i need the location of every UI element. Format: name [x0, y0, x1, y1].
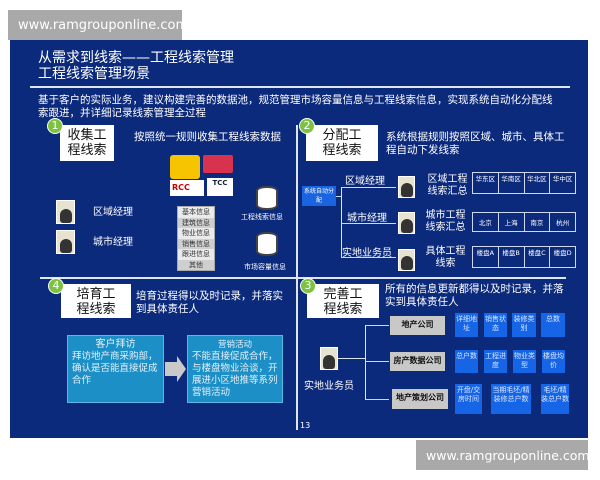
q2-label: 分配工程线索: [306, 125, 378, 161]
logo-tcc: TCC: [207, 178, 233, 196]
grid-cell: 华北区: [525, 173, 551, 193]
info-tile: 楼盘均价: [542, 350, 565, 373]
arrow: [341, 223, 396, 224]
info-tile: 当期毛坯/精装修总户数: [491, 384, 531, 414]
info-item: 跟进信息: [182, 250, 210, 258]
arrow: [341, 187, 396, 188]
slide-title: 从需求到线索——工程线索管理: [38, 50, 234, 66]
q2-desc: 系统根据规则按照区域、城市、具体工程自动下发线索: [386, 131, 565, 156]
q2-role: 城市经理: [347, 213, 387, 224]
horizontal-divider: [40, 277, 566, 279]
q2-role: 实地业务员: [342, 248, 392, 259]
avatar: [398, 249, 415, 271]
q3-desc: 所有的信息更新都得以及时记录，并落实到具体责任人: [385, 283, 564, 308]
city-grid: 北京上海南京杭州: [472, 212, 576, 232]
logo-rcc: RCC: [170, 180, 204, 196]
marketing-box: 营销活动 不能直接促成合作，与楼盘物业洽谈，开展进小区地推等系列营销活动: [187, 335, 283, 403]
q2-role: 区域经理: [345, 176, 385, 187]
q1-role-regional: 区域经理: [93, 207, 133, 218]
grid-cell: 华中区: [552, 175, 573, 183]
info-item: 其他: [178, 259, 214, 270]
customer-visit-body: 拜访地产商采购部，确认是否能直接促成合作: [72, 351, 158, 386]
watermark-top: www.ramgrouponline.com: [8, 10, 188, 40]
slide-subtitle: 工程线索管理场景: [38, 66, 150, 82]
q2-summary: 城市工程线索汇总: [425, 210, 466, 233]
arrow: [365, 325, 389, 326]
grid-cell: 华南区: [499, 173, 525, 193]
q3-badge: 3: [300, 278, 316, 294]
company-box: 地产策划公司: [392, 389, 448, 409]
info-item: 销售信息: [178, 238, 214, 249]
q3-role: 实地业务员: [304, 381, 354, 392]
page-number: 13: [300, 421, 311, 430]
db-label-market: 市场容量信息: [244, 263, 286, 271]
info-tile: 总户数: [455, 350, 478, 373]
intro-text: 基于客户的实际业务，建议构建完善的数据池，规范管理市场容量信息与工程线索信息，实…: [38, 94, 553, 119]
customer-visit-box: 客户拜访 拜访地产商采购部，确认是否能直接促成合作: [67, 335, 164, 403]
avatar: [398, 176, 415, 198]
info-item: 基本信息: [182, 208, 210, 216]
info-tile: 毛坯/精装总户数: [541, 384, 569, 414]
info-tile: 销售状态: [484, 313, 507, 337]
database-icon: [256, 232, 278, 256]
region-grid: 华东区华南区华北区华中区: [472, 172, 576, 194]
q4-label: 培育工程线索: [61, 284, 131, 318]
q3-label: 完善工程线索: [307, 284, 379, 318]
connector: [336, 196, 342, 197]
connector: [338, 358, 365, 359]
q2-summary: 区域工程线索汇总: [427, 174, 468, 197]
db-label-leads: 工程线索信息: [241, 213, 283, 221]
info-tile: 开盘/交房时间: [455, 384, 482, 414]
q1-desc: 按照统一规则收集工程线索数据: [134, 131, 281, 143]
grid-cell: 楼盘B: [499, 247, 525, 267]
q2-summary: 具体工程线索: [425, 246, 466, 269]
customer-visit-title: 客户拜访: [95, 339, 136, 350]
title-divider: [30, 86, 570, 88]
connector: [365, 325, 366, 400]
q4-badge: 4: [48, 278, 64, 294]
arrow: [365, 399, 389, 400]
grid-cell: 楼盘C: [525, 247, 551, 267]
q2-badge: 2: [299, 118, 315, 134]
info-tile: 总数: [541, 313, 565, 337]
database-icon: [256, 186, 278, 210]
q1-role-city: 城市经理: [93, 237, 133, 248]
q1-badge: 1: [47, 118, 63, 134]
info-item: 建筑信息: [178, 217, 214, 228]
marketing-title: 营销活动: [217, 340, 252, 350]
arrow-right-icon: [177, 356, 186, 382]
city-manager-avatar: [56, 230, 75, 254]
avatar: [398, 212, 415, 234]
marketing-body: 不能直接促成合作，与楼盘物业洽谈，开展进小区地推等系列营销活动: [192, 351, 278, 398]
watermark-bottom: www.ramgrouponline.com: [416, 440, 590, 470]
info-tile: 装修类别: [512, 313, 536, 337]
arrow: [365, 361, 389, 362]
company-box: 房产数据公司: [390, 352, 445, 371]
info-list: 基本信息 建筑信息 物业信息 销售信息 跟进信息 其他: [177, 206, 215, 271]
grid-cell: 上海: [499, 213, 525, 231]
regional-manager-avatar: [56, 200, 75, 224]
grid-cell: 楼盘D: [553, 249, 572, 257]
grid-cell: 北京: [473, 213, 499, 231]
arrow: [341, 257, 396, 258]
info-tile: 详细地址: [455, 313, 478, 337]
q1-label: 收集工程线索: [60, 125, 114, 161]
info-item: 物业信息: [182, 229, 210, 237]
auto-assign-box: 系统自动分配: [302, 186, 336, 206]
grid-cell: 楼盘A: [473, 247, 499, 267]
grid-cell: 华东区: [473, 173, 499, 193]
logo-soufun: [170, 155, 200, 179]
grid-cell: 杭州: [556, 219, 570, 227]
q4-desc: 培育过程得以及时记录，并落实到具体责任人: [136, 290, 283, 315]
company-box: 地产公司: [390, 316, 445, 335]
connector: [341, 187, 342, 257]
arrow-right-icon: [165, 362, 177, 376]
info-tile: 工程进度: [484, 350, 507, 373]
field-staff-avatar: [320, 347, 338, 370]
logo-leju: [203, 155, 233, 173]
info-tile: 物业类型: [513, 350, 536, 373]
grid-cell: 南京: [525, 213, 551, 231]
